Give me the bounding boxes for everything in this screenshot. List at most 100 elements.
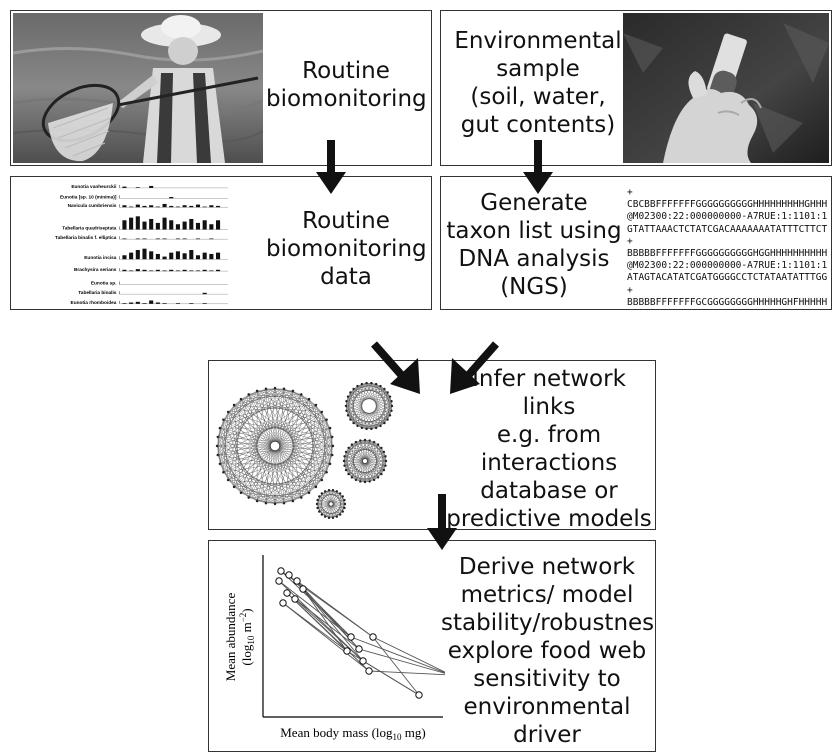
network-node [323, 490, 327, 493]
abundance-bar [142, 238, 147, 240]
abundance-bar [129, 217, 134, 230]
network-node [315, 502, 319, 506]
network-node [331, 444, 335, 448]
network-node [331, 516, 335, 520]
network-node [255, 499, 259, 503]
network-node [341, 510, 344, 513]
plot-point [283, 589, 291, 597]
abundance-bar [169, 252, 174, 260]
person-with-net-photo [13, 13, 263, 163]
abundance-bar [155, 206, 160, 208]
network-node [318, 510, 321, 513]
plot-link-line [350, 636, 445, 674]
network-node [345, 400, 348, 403]
plot-link-line [302, 588, 364, 662]
species-label: Tabellaria binalis [78, 290, 117, 296]
abundance-bar [202, 292, 207, 295]
network-node [383, 387, 386, 391]
plot-point [293, 577, 301, 585]
species-label: Eunotia vanheurckii [71, 184, 116, 190]
network-node [307, 491, 311, 495]
abundance-bar [155, 302, 160, 304]
network-node [356, 384, 359, 388]
network-node [352, 421, 355, 425]
network-node [356, 424, 359, 428]
abundance-bar [175, 251, 180, 260]
network-node [360, 382, 364, 386]
network-node [386, 418, 389, 421]
plot-link-line [282, 602, 370, 672]
abundance-bar [189, 303, 194, 304]
network-node [325, 471, 328, 474]
network-node [335, 490, 339, 493]
ngs-line: ATAGTACATATCGATGGGGCCTCTATAATATTTGG [627, 272, 828, 284]
network-node [328, 426, 332, 430]
network-node [320, 513, 324, 516]
network-node [352, 387, 355, 391]
network-node [350, 476, 354, 479]
abundance-bar [195, 222, 201, 230]
network-node [349, 391, 352, 394]
network-links [216, 387, 334, 505]
network-node [331, 435, 334, 439]
environmental-sample-box: Environmental sample (soil, water, gut c… [440, 10, 832, 166]
network-node [264, 502, 268, 505]
network-node [300, 393, 303, 396]
ngs-line: @M02300:22:000000000-A7RUE:1:1101:1 [627, 211, 828, 223]
abundance-bar [149, 270, 154, 272]
network-node [300, 496, 303, 499]
network-node [360, 426, 364, 430]
network-node [380, 472, 383, 476]
species-label: Tabellaria binalis f. elliptica [55, 235, 117, 241]
routine-biomonitoring-box: Routine biomonitoring [10, 10, 432, 166]
plot-link-line [368, 670, 445, 676]
abundance-bar [216, 205, 221, 208]
network-node [247, 393, 250, 396]
abundance-bar [135, 204, 140, 208]
network-node [307, 397, 311, 401]
abundance-bar [129, 252, 134, 260]
plot-points [275, 567, 423, 699]
abundance-bar [149, 205, 154, 208]
network-node [343, 506, 346, 510]
routine-biomonitoring-data-label: Routine biomonitoring data [266, 208, 427, 290]
network-node [370, 427, 373, 431]
food-web-network-graphics [215, 381, 394, 520]
plot-point [347, 633, 355, 641]
plot-point [277, 567, 285, 575]
ngs-line: + [627, 187, 633, 198]
species-label: Tabellaria quadriseptata [62, 226, 117, 232]
network-node [388, 395, 392, 398]
plot-link-line [278, 580, 352, 638]
derive-metrics-box: Mean abundance (log10 m−2) Mean body mas… [208, 540, 656, 752]
network-node [338, 513, 342, 516]
plot-link-line [294, 598, 360, 650]
plot-point [355, 645, 363, 653]
plot-point [359, 657, 367, 665]
abundance-bar [122, 269, 127, 272]
plot-link-line [286, 592, 370, 672]
plot-link-line [296, 580, 374, 638]
network-node [390, 404, 394, 408]
network-node [216, 453, 219, 457]
species-label: Eunotia rhomboidea [71, 300, 117, 306]
network-node [347, 472, 350, 476]
arrow-routine-to-data [316, 140, 346, 194]
network-links [316, 489, 346, 519]
network-node [354, 440, 358, 444]
network-node [239, 491, 243, 495]
abundance-bar [122, 303, 127, 304]
network-node [350, 443, 354, 446]
network-node [349, 418, 352, 421]
abundance-bar [122, 220, 127, 230]
abundance-bar [122, 238, 127, 240]
network-node [382, 468, 386, 472]
abundance-bar [209, 270, 214, 272]
arrow-sample-to-taxon [523, 140, 553, 194]
network-node [255, 389, 259, 393]
abundance-bar [129, 270, 134, 272]
network-node [314, 403, 318, 407]
network-node [363, 438, 367, 442]
